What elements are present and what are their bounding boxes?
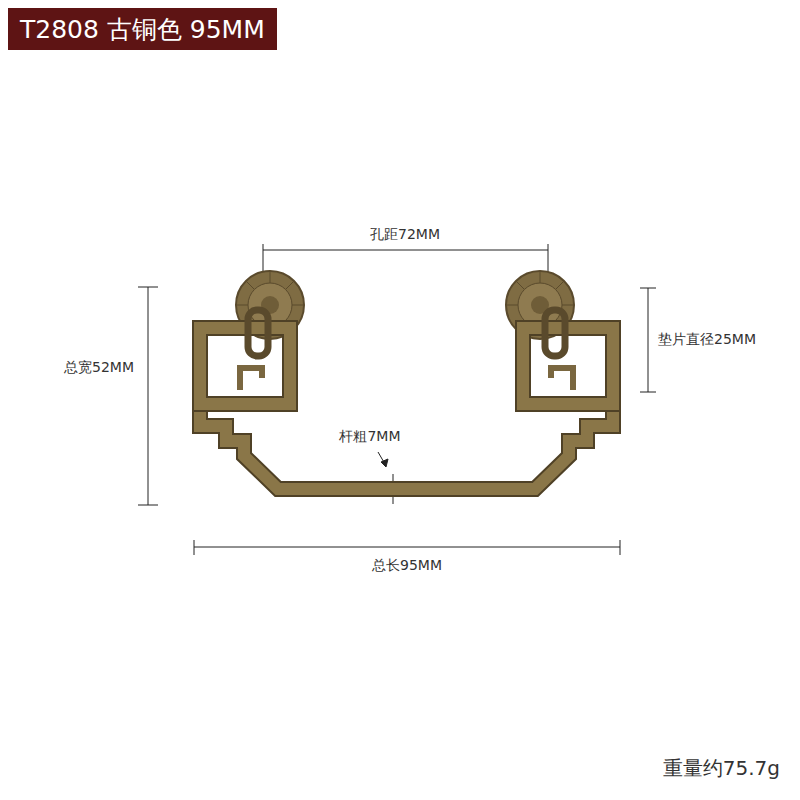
- weight-note: 重量约75.7g: [663, 756, 780, 780]
- title-banner: T2808 古铜色 95MM: [8, 8, 277, 50]
- dimension-label: 总宽52MM: [64, 359, 134, 376]
- dimension-label: 杆粗7MM: [339, 428, 400, 445]
- title: T2808 古铜色 95MM: [20, 13, 265, 46]
- handle: [200, 310, 613, 489]
- dimension-label: 总长95MM: [372, 557, 442, 574]
- dimension-label: 垫片直径25MM: [658, 331, 756, 348]
- dimension-label: 孔距72MM: [370, 226, 440, 243]
- dimension-lines: [138, 244, 656, 555]
